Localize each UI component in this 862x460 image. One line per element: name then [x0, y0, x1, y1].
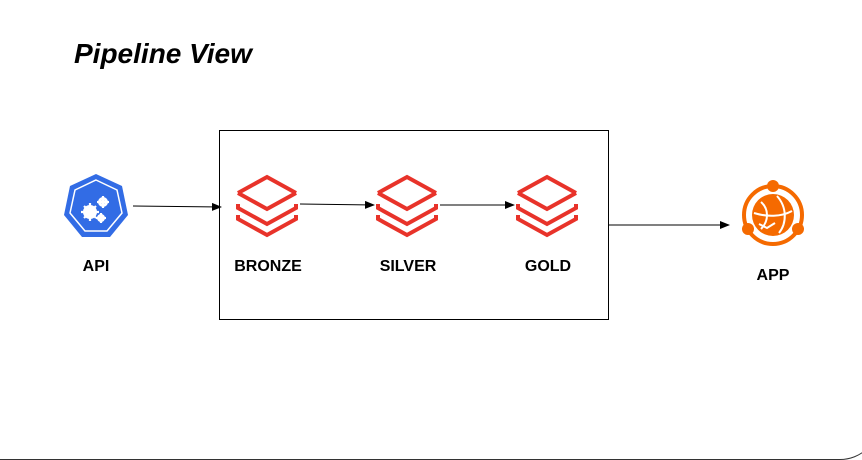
kubernetes-gear-icon[interactable]	[64, 174, 128, 237]
node-label-app: APP	[756, 267, 790, 284]
globe-network-icon[interactable]	[742, 180, 804, 246]
silver-layers-icon[interactable]	[376, 174, 438, 238]
diagram-title: Pipeline View	[74, 38, 252, 69]
node-label-api: API	[82, 258, 110, 275]
edge-api-to-bronze[interactable]	[132, 202, 222, 211]
node-label-bronze: BRONZE	[234, 258, 302, 275]
pipeline-group-box[interactable]	[219, 130, 609, 320]
node-label-gold: GOLD	[524, 258, 572, 275]
edge-bronze-to-silver[interactable]	[299, 200, 375, 209]
diagram-graphics	[64, 174, 804, 246]
gold-layers-icon[interactable]	[516, 174, 578, 238]
bronze-layers-icon[interactable]	[236, 174, 298, 238]
node-label-silver: SILVER	[379, 258, 437, 275]
